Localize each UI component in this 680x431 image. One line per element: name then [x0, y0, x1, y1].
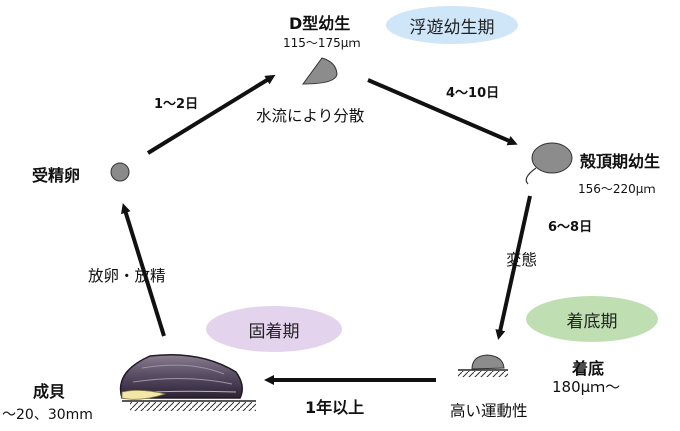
adult-name: 成貝 — [33, 382, 66, 401]
fertilized-egg-name: 受精卵 — [32, 166, 81, 185]
umbo-larva-size: 156～220μｍ — [578, 182, 656, 196]
d-larva-name: D型幼生 — [289, 14, 351, 33]
arrow-d-to-umbo-larva — [367, 78, 518, 146]
umbo-larva-name: 殻頂期幼生 — [580, 152, 661, 171]
duration-d-to-umbo: 4～10日 — [446, 86, 500, 101]
phase-badge-settling: 着底期 — [526, 296, 658, 342]
metamorphosis-note: 変態 — [506, 251, 538, 269]
d-larva-icon — [302, 57, 338, 85]
settlement-name: 着底 — [572, 359, 605, 378]
d-larva-size: 115～175μｍ — [283, 36, 361, 50]
settlement-size: 180μｍ～ — [552, 378, 621, 396]
settled-juvenile-icon — [458, 354, 508, 377]
phase-label-planktonic: 浮遊幼生期 — [409, 17, 495, 38]
fertilized-egg-icon — [110, 162, 130, 182]
mobility-note: 高い運動性 — [450, 402, 528, 420]
arrow-umbo-to-settlement — [495, 195, 532, 340]
dispersal-note: 水流により分散 — [256, 107, 365, 125]
arrow-egg-to-d-larva — [146, 74, 276, 155]
umbo-larva-icon — [525, 142, 573, 185]
duration-settle-to-adult: 1年以上 — [305, 398, 365, 417]
duration-umbo-to-settle: 6～8日 — [548, 220, 593, 235]
adult-size: ～20、30mm — [2, 407, 93, 423]
arrow-adult-to-egg — [121, 203, 166, 337]
adult-mussel-icon — [119, 353, 256, 411]
duration-egg-to-d: 1～2日 — [154, 97, 199, 112]
phase-badge-sessile: 固着期 — [206, 306, 342, 352]
phase-label-settling: 着底期 — [566, 311, 618, 332]
phase-label-sessile: 固着期 — [248, 321, 300, 342]
spawning-note: 放卵・放精 — [88, 267, 166, 285]
phase-badge-planktonic: 浮遊幼生期 — [386, 6, 518, 44]
